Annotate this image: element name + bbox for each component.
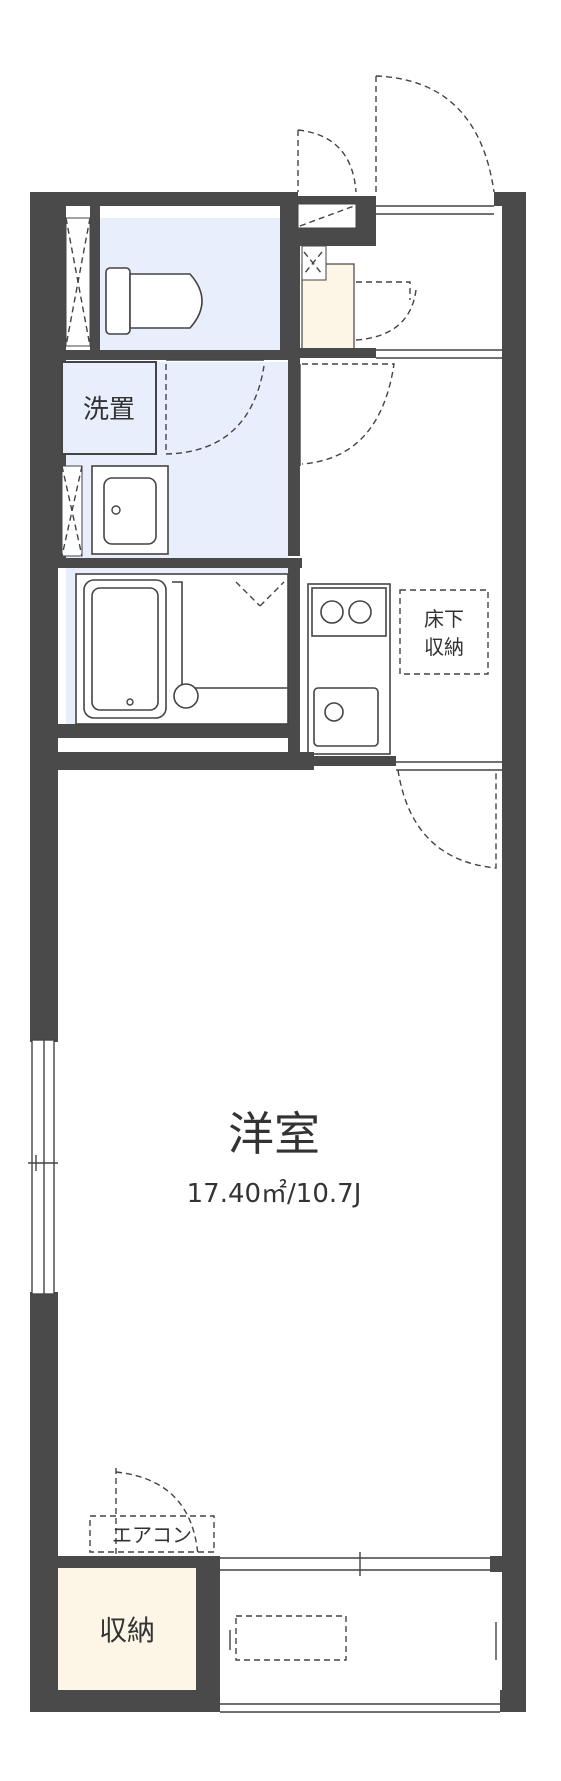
western-room: 洋室 17.40㎡/10.7J <box>187 1107 362 1209</box>
door-swing-icon <box>299 363 395 466</box>
exterior-walls <box>30 192 526 1712</box>
washroom: 洗置 <box>58 356 300 566</box>
aircon: エアコン <box>89 1515 215 1553</box>
closet: 収納 <box>58 1468 199 1690</box>
underfloor-storage: 床下 収納 <box>399 589 489 675</box>
bathroom <box>58 558 302 758</box>
door-swing-icon <box>375 75 495 215</box>
western-room-area: 17.40㎡/10.7J <box>187 1179 362 1209</box>
underfloor-storage-label-2: 収納 <box>424 635 464 659</box>
washbasin-icon <box>91 465 169 555</box>
toilet-icon <box>105 267 203 335</box>
door-swing-icon <box>297 129 357 193</box>
entrance <box>286 75 502 466</box>
washer-space-label: 洗置 <box>83 395 135 425</box>
balcony <box>220 1552 500 1713</box>
toilet-room <box>58 206 298 360</box>
left-window <box>28 1039 58 1295</box>
underfloor-storage-label-1: 床下 <box>424 607 464 631</box>
aircon-label: エアコン <box>112 1523 192 1547</box>
sink-icon <box>313 687 379 747</box>
door-swing-icon <box>397 769 497 869</box>
closet-label: 収納 <box>99 1614 155 1647</box>
bathtub-icon <box>75 573 289 725</box>
western-room-name: 洋室 <box>228 1107 320 1161</box>
door-swing-icon <box>115 1468 199 1557</box>
kitchen: 床下 収納 <box>58 583 502 869</box>
door-swing-icon <box>165 364 265 455</box>
